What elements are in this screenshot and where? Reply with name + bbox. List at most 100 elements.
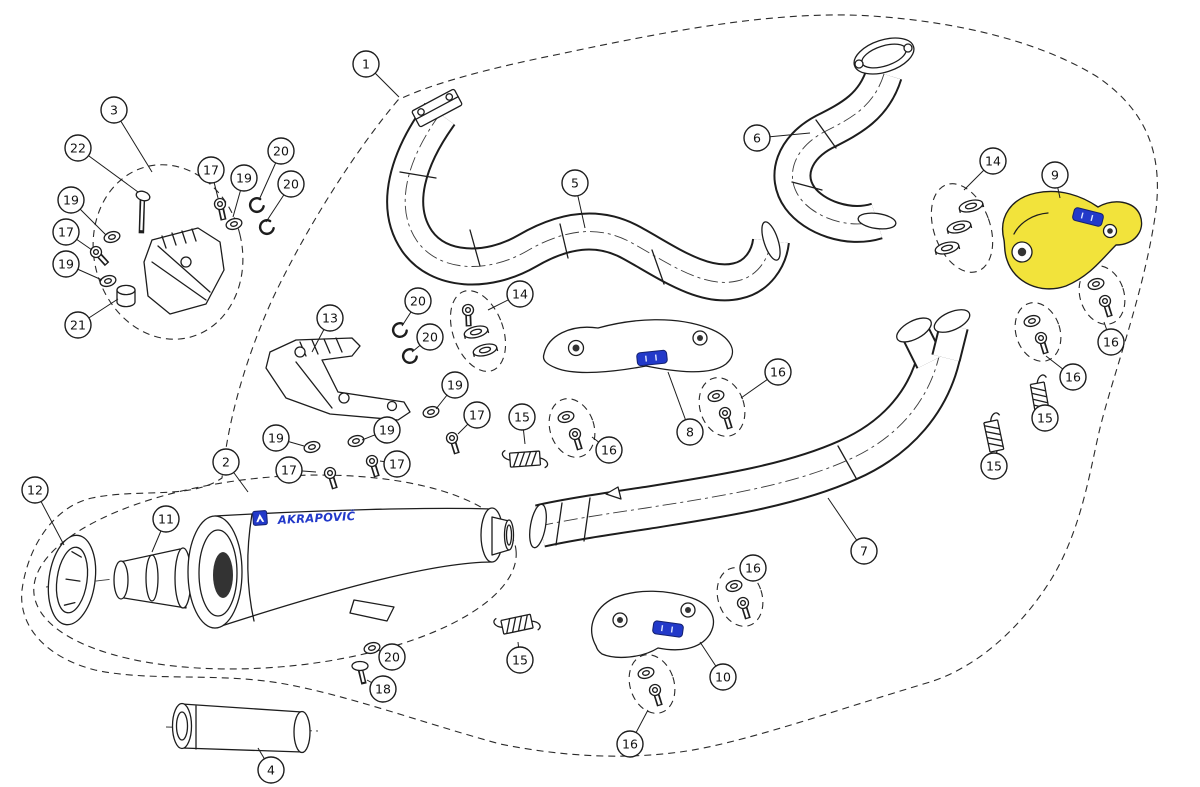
callout-20[interactable]: 20 [416, 323, 444, 351]
svg-text:19: 19 [268, 431, 284, 446]
callout-12[interactable]: 12 [21, 476, 49, 504]
callout-15[interactable]: 15 [980, 452, 1008, 480]
callout-19[interactable]: 19 [52, 250, 80, 278]
callout-15[interactable]: 15 [508, 403, 536, 431]
muffler-inlet-bore [213, 552, 233, 598]
spring [492, 609, 542, 640]
callout-17[interactable]: 17 [463, 401, 491, 429]
callout-18[interactable]: 18 [369, 675, 397, 703]
clamp-nut-stack [933, 197, 985, 257]
washer [302, 439, 322, 455]
fastener-group-outline [628, 654, 676, 714]
mount-bracket [265, 337, 411, 421]
pipe-inlet-opening [933, 309, 971, 333]
svg-text:17: 17 [203, 163, 219, 178]
callout-14[interactable]: 14 [506, 280, 534, 308]
callout-5[interactable]: 5 [561, 169, 589, 197]
svg-text:18: 18 [375, 682, 391, 697]
callout-13[interactable]: 13 [316, 304, 344, 332]
callout-8[interactable]: 8 [676, 418, 704, 446]
callout-1[interactable]: 1 [352, 50, 380, 78]
callout-4[interactable]: 4 [257, 756, 285, 784]
callout-2[interactable]: 2 [212, 448, 240, 476]
link-pipe [529, 309, 971, 549]
svg-text:16: 16 [1103, 335, 1119, 350]
washer [1086, 276, 1106, 292]
baffle-insert [171, 702, 311, 754]
callout-16[interactable]: 16 [1059, 363, 1087, 391]
header-pipe-front [386, 88, 790, 302]
long-bolt [135, 190, 151, 234]
callout-21[interactable]: 21 [64, 311, 92, 339]
heat-shield-upper-highlighted[interactable] [1002, 190, 1143, 290]
svg-text:16: 16 [1065, 370, 1081, 385]
exhaust-flange [853, 37, 915, 75]
callout-17[interactable]: 17 [197, 156, 225, 184]
callout-20[interactable]: 20 [404, 287, 432, 315]
svg-text:17: 17 [469, 408, 485, 423]
callout-19[interactable]: 19 [57, 186, 85, 214]
callout-17[interactable]: 17 [275, 456, 303, 484]
callout-11[interactable]: 11 [152, 505, 180, 533]
callout-3[interactable]: 3 [100, 96, 128, 124]
callout-9[interactable]: 9 [1041, 161, 1069, 189]
pipe-seam [399, 171, 665, 285]
flange-bolt-hole [903, 43, 913, 53]
callout-19[interactable]: 19 [230, 164, 258, 192]
svg-text:16: 16 [770, 365, 786, 380]
callout-15[interactable]: 15 [1031, 404, 1059, 432]
hex-bolt [442, 430, 466, 453]
callout-20[interactable]: 20 [378, 643, 406, 671]
svg-text:11: 11 [158, 512, 174, 527]
svg-text:20: 20 [410, 294, 426, 309]
callout-14[interactable]: 14 [979, 147, 1007, 175]
callout-16[interactable]: 16 [1097, 328, 1125, 356]
pipe-inlet-opening [896, 317, 932, 343]
callout-17[interactable]: 17 [383, 450, 411, 478]
rubber-grommet [116, 284, 136, 308]
svg-text:9: 9 [1051, 168, 1059, 183]
svg-text:19: 19 [63, 193, 79, 208]
muffler-assembly-outline [33, 474, 517, 670]
callout-20[interactable]: 20 [277, 170, 305, 198]
callout-10[interactable]: 10 [709, 663, 737, 691]
kit-boundary-outline [21, 14, 1158, 757]
callout-19[interactable]: 19 [262, 424, 290, 452]
shield-badge-plate [1072, 207, 1104, 227]
svg-text:5: 5 [571, 176, 579, 191]
callout-16[interactable]: 16 [739, 554, 767, 582]
pipe-outlet-opening [529, 503, 547, 549]
callout-22[interactable]: 22 [64, 134, 92, 162]
callout-20[interactable]: 20 [267, 137, 295, 165]
heat-shield-mid [542, 319, 733, 374]
shield-badge-plate [652, 620, 684, 638]
callout-17[interactable]: 17 [52, 218, 80, 246]
svg-text:3: 3 [110, 103, 118, 118]
svg-text:20: 20 [283, 177, 299, 192]
svg-text:17: 17 [281, 463, 297, 478]
hex-bolt [362, 453, 386, 476]
callout-19[interactable]: 19 [373, 416, 401, 444]
flange-bolt-hole [854, 59, 864, 69]
callout-16[interactable]: 16 [764, 358, 792, 386]
washer [362, 640, 382, 656]
svg-text:15: 15 [512, 653, 528, 668]
callout-6[interactable]: 6 [743, 124, 771, 152]
callout-7[interactable]: 7 [850, 537, 878, 565]
callout-16[interactable]: 16 [616, 730, 644, 758]
spring [501, 446, 549, 472]
callout-16[interactable]: 16 [595, 436, 623, 464]
callout-19[interactable]: 19 [441, 371, 469, 399]
washer [346, 433, 366, 449]
pipe-seam [791, 119, 837, 191]
svg-text:19: 19 [58, 257, 74, 272]
bracket-assembly-parts [89, 190, 276, 315]
clamp-group-outline [930, 183, 994, 273]
inlet-sleeve [113, 547, 192, 609]
bracket-hole [294, 346, 306, 358]
pipe-outlet-opening [857, 212, 897, 230]
callout-15[interactable]: 15 [506, 646, 534, 674]
hex-bolt [565, 426, 589, 449]
hex-bolt [457, 302, 481, 326]
